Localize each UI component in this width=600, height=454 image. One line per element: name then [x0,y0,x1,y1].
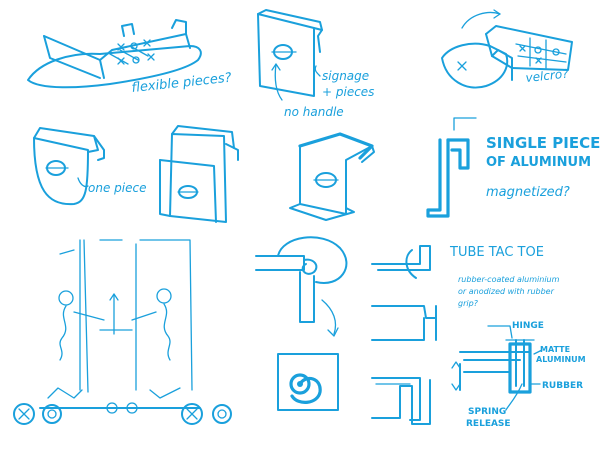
one-piece-label: one piece [88,181,146,195]
matte-label-line1: MATTE [540,345,570,354]
signage-label-line2: + pieces [322,85,374,99]
bracket-sketch [289,132,375,221]
figures-sketch [13,239,232,425]
rubber-label: RUBBER [542,381,583,391]
note-line3: grip? [458,299,479,308]
velcro-sketch: velcro? [441,9,573,89]
single-piece-label-line2: OF ALUMINUM [486,155,591,170]
single-piece-label-line1: SINGLE PIECE [486,134,600,152]
no-handle-label: no handle [284,105,344,119]
tube-tac-toe-title: TUBE TAC TOE [449,245,544,260]
folded-clip-sketch [159,125,239,223]
spring-label-line2: RELEASE [466,419,511,429]
single-piece-sketch: SINGLE PIECE OF ALUMINUM magnetized? [426,117,600,218]
one-piece-sketch: one piece [33,127,146,206]
note-line1: rubber-coated aluminium [458,275,560,284]
signage-sketch: signage + pieces no handle [257,9,374,119]
matte-label-line2: ALUMINUM [536,355,586,364]
signage-label-line1: signage [322,69,369,83]
tube-profile-sketch [371,245,437,425]
magnetized-label: magnetized? [486,185,570,200]
circular-clip-sketch [255,236,348,411]
flexible-pieces-sketch: flexible pieces? [27,19,232,96]
velcro-label: velcro? [525,66,570,84]
tube-tac-toe-sketch: TUBE TAC TOE rubber-coated aluminium or … [449,245,586,429]
hinge-label: HINGE [512,321,544,331]
spring-label-line1: SPRING [468,407,506,417]
flexible-pieces-label: flexible pieces? [131,71,232,96]
note-line2: or anodized with rubber [458,287,555,296]
